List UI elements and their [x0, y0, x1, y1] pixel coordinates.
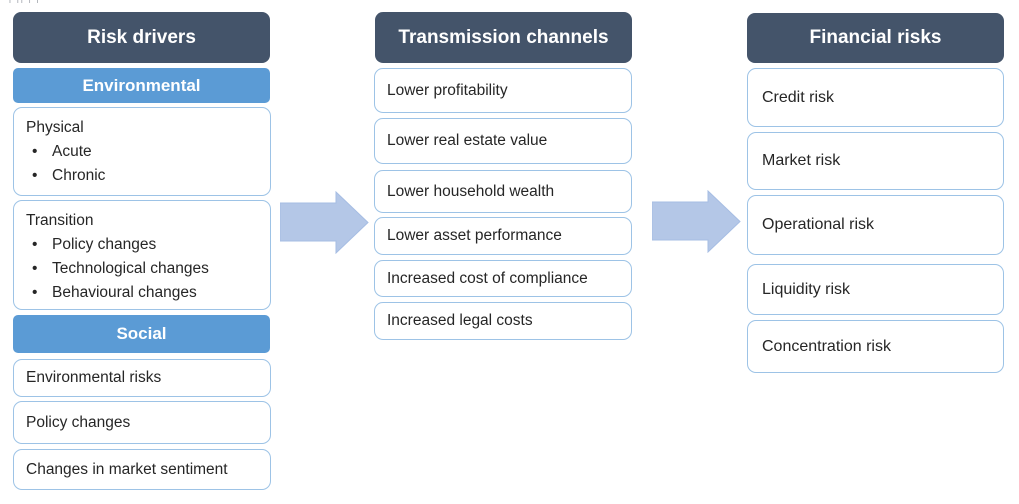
box-lower-real-estate-value: Lower real estate value — [374, 118, 632, 164]
box-label: Market risk — [762, 152, 841, 169]
bullet-icon: • — [32, 143, 38, 160]
box-increased-legal-costs: Increased legal costs — [374, 302, 632, 340]
box-changes-market-sentiment: Changes in market sentiment — [13, 449, 271, 490]
box-physical: Physical • Acute • Chronic — [13, 107, 271, 196]
subheader-label: Environmental — [82, 75, 201, 95]
box-label: Credit risk — [762, 88, 835, 106]
subheader-environmental: Environmental — [13, 68, 270, 103]
box-policy-changes: Policy changes — [13, 401, 271, 444]
box-label: Lower household wealth — [387, 182, 555, 200]
column-title: Risk drivers — [87, 26, 196, 48]
box-label: Lower asset performance — [387, 227, 562, 244]
column-header-financial-risks: Financial risks — [747, 13, 1004, 63]
flow-arrow-right-icon — [652, 190, 741, 253]
bullet-icon: • — [32, 284, 38, 301]
bullet-item: • Chronic — [26, 164, 262, 188]
box-label: Increased legal costs — [387, 312, 533, 329]
box-label: Policy changes — [26, 413, 131, 431]
subheader-social: Social — [13, 315, 270, 353]
column-header-risk-drivers: Risk drivers — [13, 12, 270, 63]
bullet-label: Technological changes — [52, 260, 209, 277]
bullet-item: • Acute — [26, 140, 262, 164]
bullet-label: Policy changes — [52, 236, 157, 253]
column-title: Financial risks — [809, 27, 942, 48]
box-label: Concentration risk — [762, 337, 891, 355]
box-credit-risk: Credit risk — [747, 68, 1004, 127]
bullet-icon: • — [32, 236, 38, 253]
box-label: Changes in market sentiment — [26, 460, 228, 478]
box-liquidity-risk: Liquidity risk — [747, 264, 1004, 315]
box-transition: Transition • Policy changes • Technologi… — [13, 200, 271, 310]
box-label: Increased cost of compliance — [387, 269, 588, 287]
cropped-text-artifact: ı ıı ı ı — [9, 0, 41, 5]
box-lower-profitability: Lower profitability — [374, 68, 632, 113]
box-lower-asset-performance: Lower asset performance — [374, 217, 632, 255]
bullet-label: Acute — [52, 143, 92, 160]
bullet-label: Chronic — [52, 167, 106, 184]
group-title: Physical — [26, 119, 84, 136]
box-concentration-risk: Concentration risk — [747, 320, 1004, 373]
box-label: Lower real estate value — [387, 132, 548, 149]
bullet-item: • Technological changes — [26, 257, 262, 281]
box-environmental-risks: Environmental risks — [13, 359, 271, 397]
box-label: Operational risk — [762, 216, 875, 233]
box-label: Liquidity risk — [762, 280, 851, 298]
column-header-transmission-channels: Transmission channels — [375, 12, 632, 63]
bullet-item: • Policy changes — [26, 233, 262, 257]
bullet-icon: • — [32, 260, 38, 277]
group-title: Transition — [26, 212, 94, 229]
bullet-icon: • — [32, 167, 38, 184]
box-market-risk: Market risk — [747, 132, 1004, 190]
box-increased-cost-of-compliance: Increased cost of compliance — [374, 260, 632, 297]
box-label: Lower profitability — [387, 81, 508, 99]
column-title: Transmission channels — [398, 26, 609, 48]
subheader-label: Social — [116, 324, 167, 343]
flow-arrow-left-icon — [280, 191, 369, 254]
bullet-label: Behavioural changes — [52, 284, 197, 301]
box-label: Environmental risks — [26, 369, 162, 386]
box-operational-risk: Operational risk — [747, 195, 1004, 255]
box-lower-household-wealth: Lower household wealth — [374, 170, 632, 213]
bullet-item: • Behavioural changes — [26, 281, 262, 305]
